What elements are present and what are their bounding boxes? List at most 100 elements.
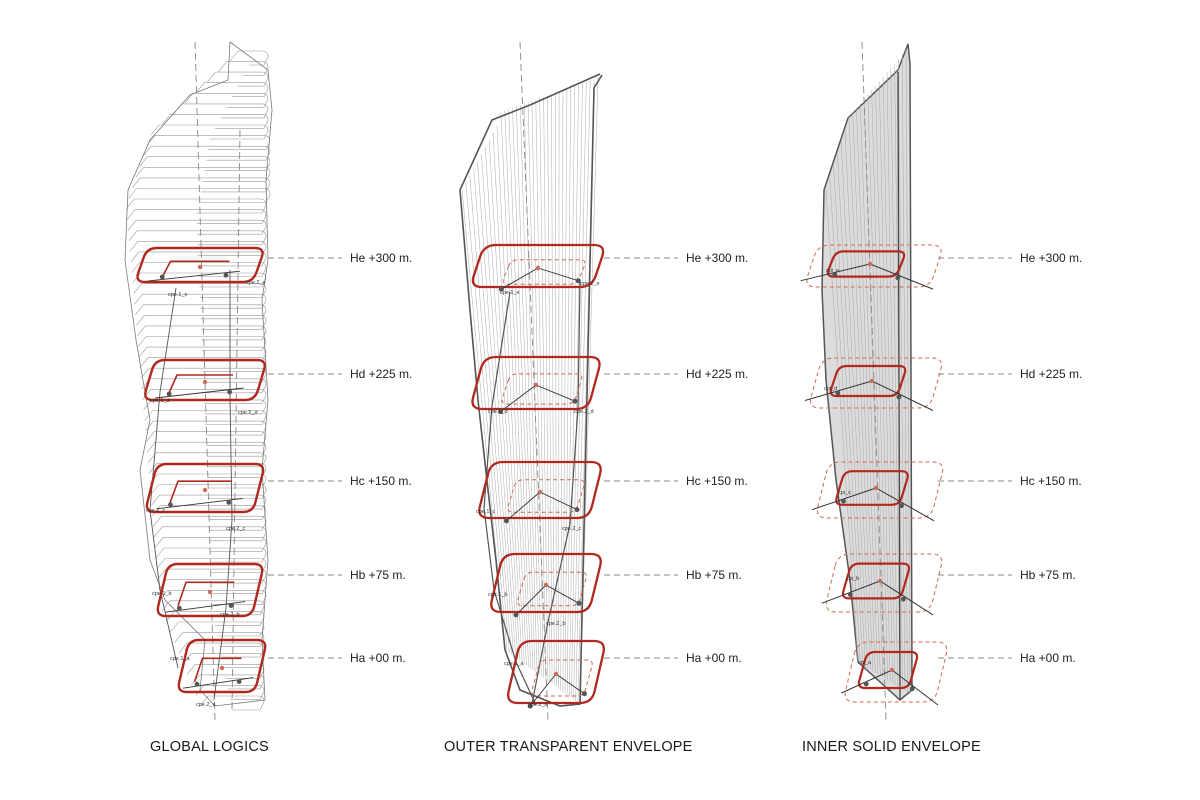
contour-rib [148, 463, 267, 478]
outer-cpe-labels: cpe.1_e cpe.2_e cpe.1_d cpe.2_d cpe.1_c … [476, 281, 600, 708]
level-hd: Hd +225 m. Hd +225 m. Hd +225 m. [268, 367, 1082, 381]
control-point [581, 691, 587, 697]
level-label: Hb +75 m. [1020, 568, 1076, 582]
section-chord [875, 487, 935, 522]
level-label: He +300 m. [686, 251, 748, 265]
contour-rib [173, 103, 269, 119]
cpe-label: cpi_b [846, 576, 859, 582]
outer-axis [519, 41, 549, 721]
level-label: Hc +150 m. [350, 474, 412, 488]
envelope-rib [481, 154, 516, 658]
contour-rib [131, 262, 267, 277]
solid-rib [840, 141, 869, 669]
section-chord [555, 673, 585, 695]
section-inner-dashed [502, 259, 586, 285]
cpe-label: cpe.1_a [170, 656, 191, 662]
contour-rib [143, 399, 267, 415]
cpe-label: cpe.2_d [574, 409, 594, 415]
solid-rib [879, 81, 893, 684]
panel-title-global: GLOBAL LOGICS [150, 739, 269, 755]
solid-rib [886, 72, 898, 687]
section-chord [515, 584, 547, 616]
envelope-rib [560, 90, 564, 691]
center-point [869, 378, 875, 384]
cpe-label: cpe.2_e [246, 280, 266, 286]
section-chord [500, 384, 537, 412]
center-point [533, 382, 539, 388]
global-sections [136, 246, 267, 694]
contour-rib [151, 494, 267, 510]
section-outline [177, 638, 267, 694]
envelope-rib [508, 108, 531, 669]
section-outer-dashed [806, 244, 942, 288]
cpe-label: cpe.1_d [488, 409, 508, 415]
contour-rib [142, 145, 271, 161]
section-outline [857, 650, 919, 690]
section-outline [841, 562, 911, 600]
center-point [889, 667, 895, 673]
cpe-label: cpi_c [838, 490, 851, 496]
section-inner-dashed [507, 479, 585, 513]
solid-rib [852, 112, 876, 673]
contour-rib [199, 695, 265, 711]
cpe-label: cpe.2_c [562, 526, 582, 532]
control-point [574, 507, 580, 513]
panel-outer-envelope: cpe.1_e cpe.2_e cpe.1_d cpe.2_d cpe.1_c … [444, 41, 693, 755]
panel-title-outer: OUTER TRANSPARENT ENVELOPE [444, 739, 693, 755]
outer-silhouette [459, 73, 603, 707]
cpe-label: cpe.2_b [546, 621, 566, 627]
section-outer-dashed [816, 461, 944, 519]
envelope-rib [569, 84, 579, 697]
envelope-rib [496, 125, 525, 664]
section-outline [145, 462, 265, 514]
level-label: Hd +225 m. [1020, 367, 1082, 381]
contour-rib [129, 241, 267, 256]
contour-rib [130, 251, 267, 267]
control-point [236, 679, 242, 684]
section-chord [821, 580, 881, 604]
level-label: Hb +75 m. [686, 568, 742, 582]
contour-rib [136, 315, 267, 330]
section-chord [879, 580, 934, 616]
contour-rib [207, 71, 269, 87]
panel-title-inner: INNER SOLID ENVELOPE [802, 739, 981, 755]
center-point [219, 665, 225, 671]
control-point [503, 518, 509, 524]
envelope-rib [465, 182, 508, 652]
cpe-label: cpe.2_e [580, 281, 600, 287]
contour-rib [161, 600, 265, 616]
contour-rib [135, 167, 271, 182]
control-point [576, 600, 582, 606]
section-chord [155, 387, 244, 399]
control-point [909, 686, 915, 692]
section-chord [535, 384, 576, 402]
global-spine-2 [213, 270, 233, 701]
section-chord [506, 491, 541, 522]
contour-rib [154, 537, 267, 552]
cpe-label: cpi_d [824, 386, 837, 392]
contour-rib [144, 410, 267, 425]
contour-rib [187, 664, 265, 679]
cpe-label: cpe.1_a [504, 661, 525, 667]
envelope-rib [492, 132, 523, 663]
section-chord [869, 263, 934, 290]
control-point [228, 603, 234, 608]
section-outer-dashed [844, 641, 948, 703]
control-point [863, 681, 869, 687]
section-inner-dashed [517, 571, 587, 607]
section-outline [835, 470, 909, 506]
envelope-rib [488, 139, 521, 661]
level-label: Hd +225 m. [686, 367, 748, 381]
envelope-rib [469, 175, 510, 654]
global-silhouette [124, 41, 273, 707]
outer-spine-right [531, 279, 581, 705]
cpe-label: cpe.1_b [152, 591, 172, 597]
contour-rib [145, 420, 267, 436]
section-chord [501, 267, 539, 290]
section-inner [168, 374, 233, 394]
contour-rib [142, 389, 267, 404]
cpe-label: cpe.2_a [196, 702, 217, 708]
cpe-label: cpe.1_e [500, 290, 520, 296]
global-axis-right [231, 129, 241, 711]
